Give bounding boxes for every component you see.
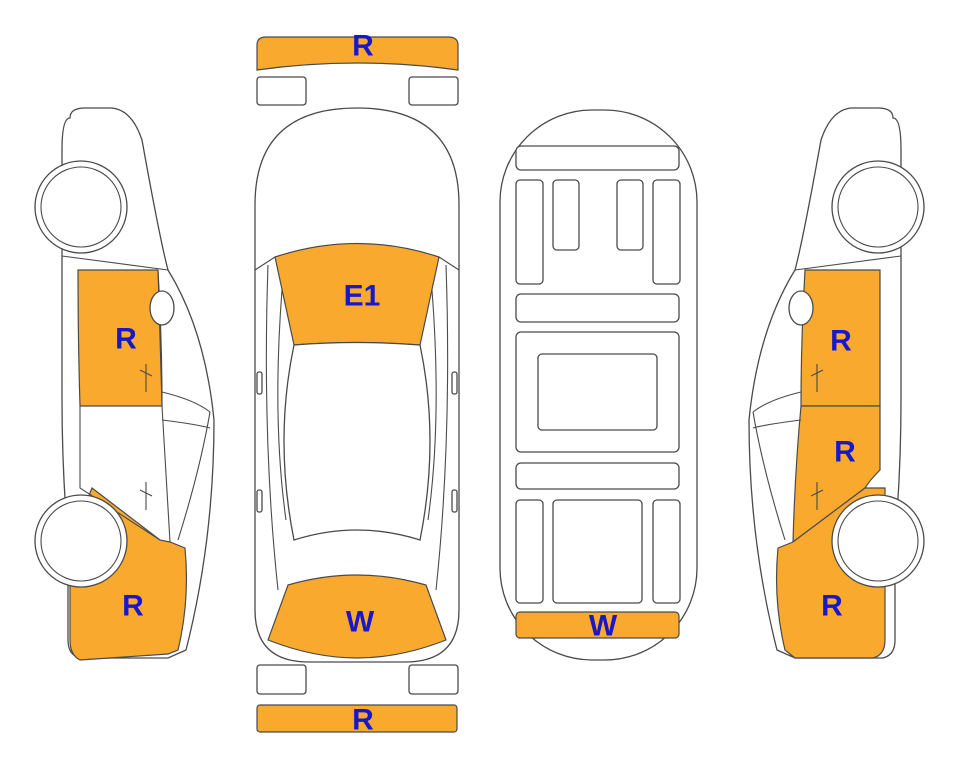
windshield-code: E1 [344,280,381,313]
left-taillight [256,664,307,695]
right-rear-door-code: R [834,436,856,469]
left-rear-quarter-code: R [122,590,144,623]
right-headlight [408,76,459,106]
left-rear-wheel [34,494,128,588]
left-front-door-code: R [115,323,137,356]
underbody-rear-panel[interactable] [515,611,680,639]
underbody-rear-code: W [589,610,618,643]
rear-bumper-panel[interactable] [256,704,458,733]
front-bumper-panel[interactable] [256,36,459,71]
rear-bumper-code: R [352,704,374,737]
rear-window-panel[interactable] [267,574,447,659]
right-rear-wheel [831,494,925,588]
left-headlight [256,76,307,106]
right-taillight [408,664,459,695]
underbody-view [499,109,698,661]
left-front-wheel [34,160,128,254]
rear-window-code: W [346,606,375,639]
front-bumper-code: R [352,30,374,63]
right-front-wheel [831,160,925,254]
top-view [254,107,460,663]
right-front-door-code: R [830,325,852,358]
roof-panel [283,341,431,541]
right-side-view [748,107,925,659]
left-side-view [34,107,215,661]
right-rear-quarter-code: R [821,590,843,623]
